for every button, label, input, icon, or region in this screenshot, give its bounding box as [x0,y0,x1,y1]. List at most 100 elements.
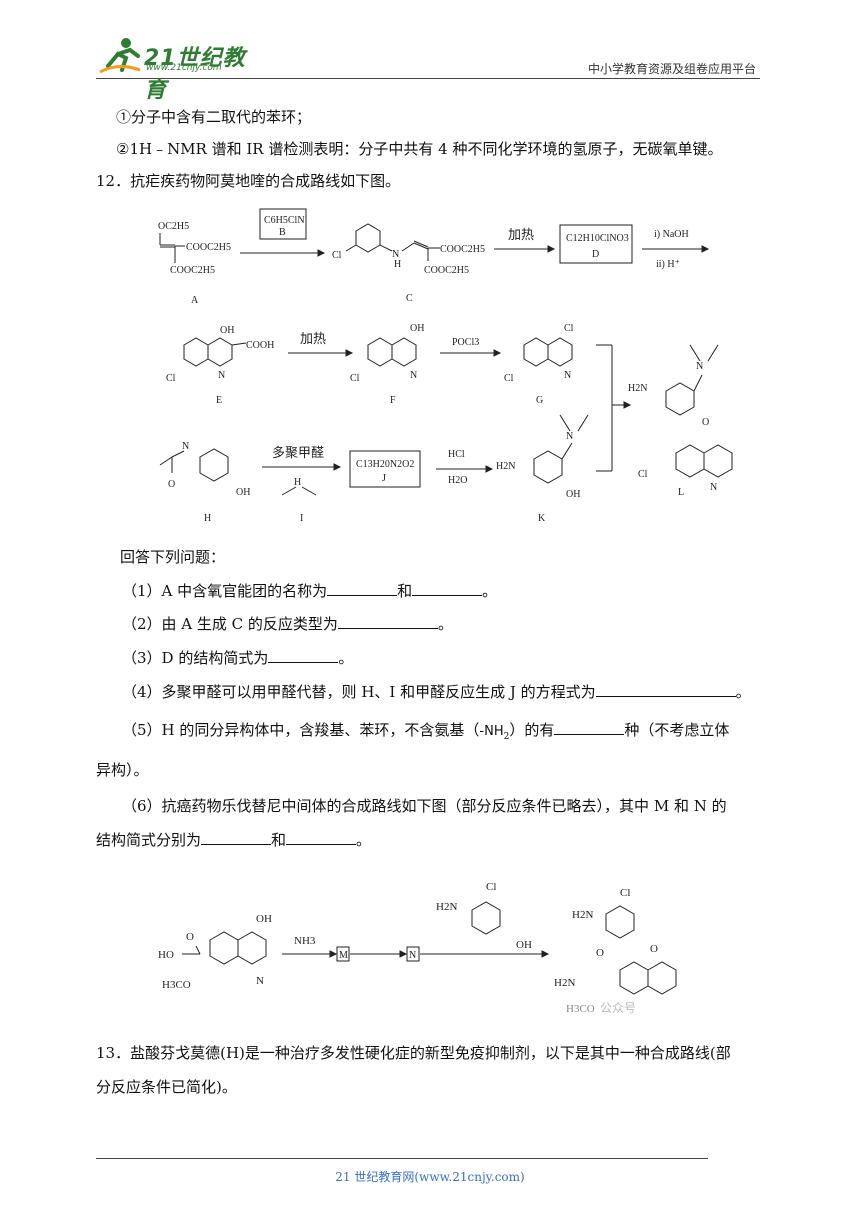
part-1: （1）A 中含氧官能团的名称为和。 [122,581,498,600]
arrow-h-to-j: 多聚甲醛 H I [262,445,342,524]
e-n: N [218,370,225,381]
condition-1: ①分子中含有二取代的苯环； [116,108,312,126]
label-f: F [390,395,396,406]
amine-cl: Cl [486,881,496,893]
h-oh: OH [236,487,250,498]
prod-cl: Cl [620,887,630,899]
arrow-f-to-g: POCl3 [440,337,502,357]
arrow-d-to-e: i) NaOH ii) H⁺ [642,229,710,270]
label-l: L [678,487,684,498]
part-6: （6）抗癌药物乐伐替尼中间体的合成路线如下图（部分反应条件已略去），其中 M 和… [122,797,727,815]
prod-h3co: H3CO [566,1003,595,1015]
starting-quinoline: HO O OH H3CO N [158,913,272,991]
l-h2n: H2N [628,383,647,394]
nh3-label: NH3 [294,935,316,947]
c-nh: N [392,249,399,260]
amine-oh: OH [516,939,532,951]
j-formula: C13H20N2O2 [356,459,414,470]
f-cl: Cl [350,373,360,384]
m-label: M [339,950,348,961]
prod-amide-o: O [596,947,604,959]
compound-h: O N OH H [159,441,250,524]
g-n: N [564,370,571,381]
a-oc2h5: OC2H5 [158,221,189,232]
s2-ho: HO [158,949,174,961]
c-cooc2h5-top: COOC2H5 [440,244,485,255]
f-n: N [410,370,417,381]
s2-oh: OH [256,913,272,925]
h2o-label: H2O [448,475,467,486]
pocl3-label: POCl3 [452,337,479,348]
compound-a: OC2H5 COOC2H5 COOC2H5 A [158,221,231,306]
heat-label-2: 加热 [300,331,326,346]
blank-1a[interactable] [327,581,398,596]
c-cooc2h5-bottom: COOC2H5 [424,265,469,276]
i-n: H [294,477,301,488]
arrow-a-to-c: C6H5ClN B [240,208,326,257]
n-label: N [409,950,416,961]
blank-2[interactable] [337,614,438,629]
label-a: A [191,295,199,306]
arrow-to-m: NH3 M N [282,935,550,962]
footer-link[interactable]: 21 世纪教育网(www.21cnjy.com) [335,1170,525,1184]
a-cooc2h5-bottom: COOC2H5 [170,265,215,276]
hplus-label: ii) H⁺ [656,259,680,270]
blank-6a[interactable] [201,830,272,845]
label-h: H [204,513,211,524]
blank-5[interactable] [554,720,625,735]
s2-o: O [186,931,194,943]
h-nh: N [182,441,189,452]
arrow-c-to-d: 加热 [494,227,556,253]
part-5-cont: 异构）。 [96,761,149,779]
product-quinoline: H2N Cl O H2N O H3CO 公众号 [554,887,677,1015]
compound-k: H2N N OH K [496,414,589,524]
label-b: B [279,227,286,238]
label-d: D [592,249,599,260]
e-cooh: COOH [246,340,274,351]
runner-icon [99,38,141,74]
reaction-scheme-1: OC2H5 COOC2H5 COOC2H5 A C6H5ClN B Cl N H… [158,208,733,524]
l-o: O [702,417,709,428]
l-n2: N [710,482,717,493]
hcl-label: HCl [448,449,465,460]
arrow-e-to-f: 加热 [288,331,354,357]
compound-c: Cl N H COOC2H5 COOC2H5 C [332,223,485,304]
question-13-line-1: 13．盐酸芬戈莫德(H)是一种治疗多发性硬化症的新型免疫抑制剂，以下是其中一种合… [96,1044,731,1062]
reaction-scheme-2: HO O OH H3CO N NH3 M N H2N Cl OH H2N Cl … [158,881,677,1015]
compound-j: C13H20N2O2 J [349,450,421,488]
k-oh: OH [566,489,580,500]
prod-h2n-amide: H2N [554,977,575,989]
answer-prompt: 回答下列问题： [120,548,226,566]
logo-text: 21世纪教育 [144,46,246,103]
blank-4[interactable] [595,682,736,697]
logo-url: www.21cnjy.com [146,63,222,73]
l-n: N [696,361,703,372]
amine-h2n: H2N [436,901,457,913]
e-cl: Cl [166,373,176,384]
label-g: G [536,395,543,406]
k-h2n: H2N [496,461,515,472]
c-h: H [394,259,401,270]
aminochlorophenol: H2N Cl OH [436,881,532,951]
compound-l: H2N N O Cl N L [628,344,733,498]
arrow-j-to-k: HCl H2O [436,449,494,486]
e-oh: OH [220,325,234,336]
h-o: O [168,479,175,490]
blank-3[interactable] [268,648,339,663]
blank-6b[interactable] [286,830,357,845]
s2-n: N [256,975,264,987]
d-formula: C12H10ClNO3 [566,233,629,244]
compound-e: OH COOH Cl N E [166,325,274,406]
prod-h2n: H2N [572,909,593,921]
page-header: 21世纪教育 www.21cnjy.com 中小学教育资源及组卷应用平台 [96,36,760,103]
k-n: N [566,431,573,442]
a-cooc2h5-top: COOC2H5 [186,242,231,253]
part-3: （3）D 的结构简式为。 [122,648,354,667]
label-k: K [538,513,546,524]
label-j: J [382,473,386,484]
l-cl: Cl [638,469,648,480]
g-cl: Cl [504,373,514,384]
g-cl-top: Cl [564,323,574,334]
question-12-title: 12．抗疟疾药物阿莫地喹的合成路线如下图。 [96,172,401,190]
blank-1b[interactable] [412,581,483,596]
